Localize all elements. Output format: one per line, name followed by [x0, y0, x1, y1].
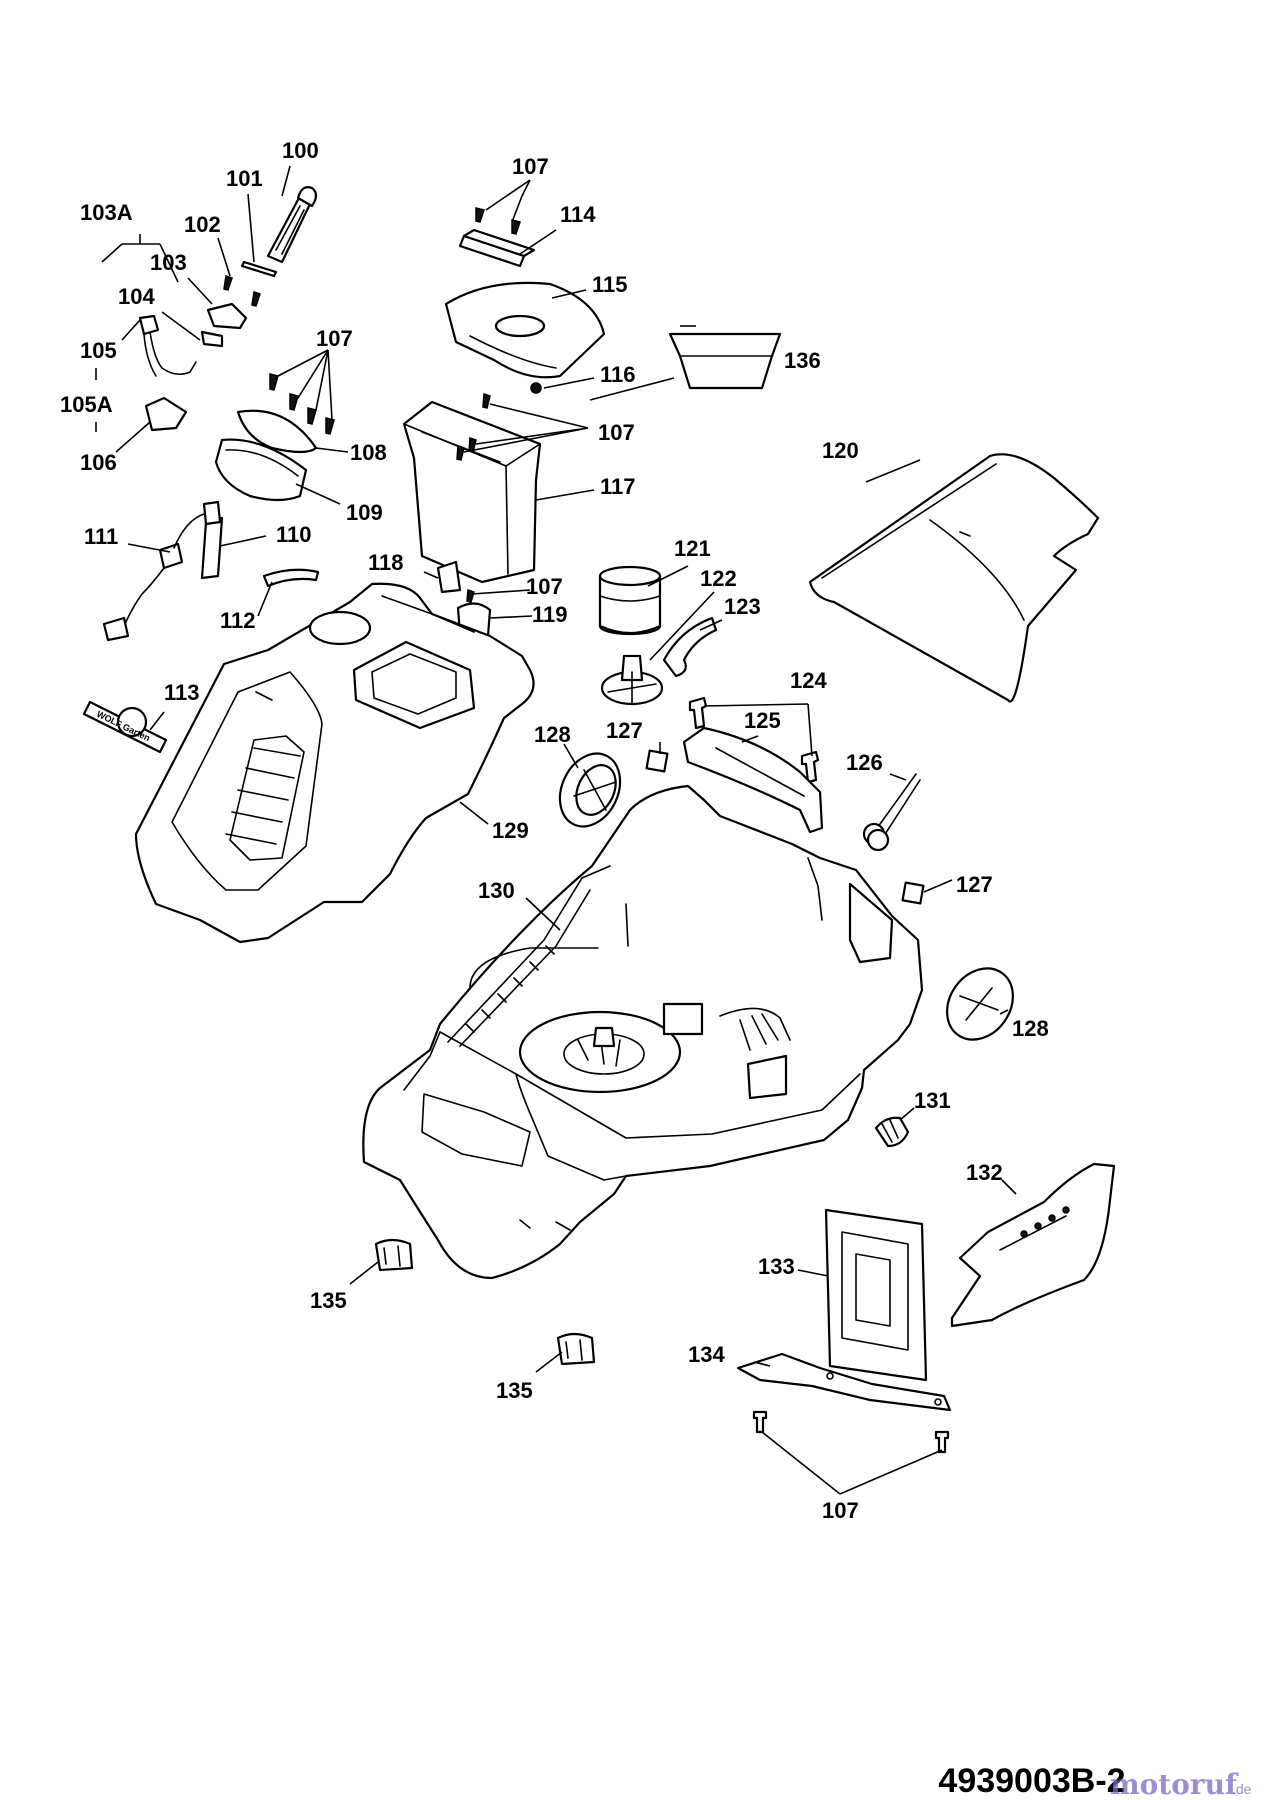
part-128-wheel-left [558, 752, 622, 828]
part-109-motor-cap [214, 438, 308, 502]
callout-117: 117 [600, 474, 636, 499]
part-126-spring [862, 773, 921, 852]
part-111-harness [102, 500, 222, 642]
part-103-plate [206, 302, 248, 330]
part-124-screws [688, 696, 820, 784]
part-101-pin [240, 260, 278, 278]
callout-101: 101 [226, 166, 263, 191]
callout-128b: 128 [1012, 1016, 1049, 1041]
callout-131: 131 [914, 1088, 951, 1113]
part-110-tube [200, 516, 224, 580]
callout-111: 111 [84, 524, 118, 549]
callout-136: 136 [784, 348, 821, 373]
callout-116: 116 [600, 362, 636, 387]
part-112-hose [262, 568, 320, 588]
part-132-flap-cover [950, 1162, 1116, 1328]
drawing-number: 4939003B-2 [938, 1762, 1125, 1800]
part-100-key [266, 186, 318, 264]
callout-119: 119 [532, 602, 568, 627]
callout-112: 112 [220, 608, 256, 633]
part-120-lid [808, 453, 1100, 703]
callout-126: 126 [846, 750, 883, 775]
part-118-connector [436, 560, 462, 594]
callout-100: 100 [282, 138, 319, 163]
callout-135b: 135 [496, 1378, 533, 1403]
watermark-text: motoruf [1110, 1768, 1239, 1800]
callout-130: 130 [478, 878, 515, 903]
watermark-suffix: .de [1232, 1781, 1252, 1797]
callout-115: 115 [592, 272, 628, 297]
part-127-nut-2 [901, 881, 925, 905]
callout-102: 102 [184, 212, 221, 237]
part-130-deck [362, 784, 924, 1280]
part-129-housing [134, 582, 535, 944]
callout-121: 121 [674, 536, 711, 561]
part-135-clip-2 [556, 1332, 596, 1366]
part-134-strip [736, 1352, 952, 1412]
callout-118: 118 [368, 550, 404, 575]
part-105-switch-cable [138, 314, 197, 377]
part-107-screw-118 [466, 588, 475, 603]
callout-123: 123 [724, 594, 761, 619]
part-104-bracket [200, 330, 224, 348]
callout-107a: 107 [512, 154, 549, 179]
callout-122: 122 [700, 566, 737, 591]
callout-108: 108 [350, 440, 387, 465]
part-133-side-panel [824, 1208, 928, 1382]
callout-129: 129 [492, 818, 529, 843]
part-131-spring [874, 1116, 910, 1148]
callout-125: 125 [744, 708, 781, 733]
watermark: motoruf .de [1110, 1768, 1252, 1800]
callout-124: 124 [790, 668, 827, 693]
callout-133: 133 [758, 1254, 795, 1279]
callout-134: 134 [688, 1342, 725, 1367]
part-135-clip-1 [374, 1238, 414, 1272]
part-106-switch [144, 396, 188, 432]
part-128-wheel-right [946, 967, 1014, 1041]
part-136-tray [668, 332, 782, 390]
part-114-bracket [458, 207, 536, 268]
callout-113: 113 [164, 680, 200, 705]
callout-127b: 127 [956, 872, 993, 897]
callout-114: 114 [560, 202, 596, 227]
callout-107d: 107 [526, 574, 563, 599]
part-115-battery-cover [444, 281, 606, 379]
callout-135a: 135 [310, 1288, 347, 1313]
callout-120: 120 [822, 438, 859, 463]
callout-110: 110 [276, 522, 312, 547]
callout-labels: 100 101 102 103A 103 104 105 105A 106 10… [60, 138, 1049, 1523]
part-125-adjust-bar [682, 726, 824, 834]
part-127-nut-1 [645, 749, 669, 773]
callout-107c: 107 [598, 420, 635, 445]
callout-128a: 128 [534, 722, 571, 747]
callout-107e: 107 [822, 1498, 859, 1523]
part-117-battery-box [402, 392, 542, 584]
callout-105A: 105A [60, 392, 113, 417]
part-107-screws-bottom [752, 1410, 950, 1454]
callout-107b: 107 [316, 326, 353, 351]
callout-103A: 103A [80, 200, 133, 225]
callout-104: 104 [118, 284, 155, 309]
part-116-ball [530, 382, 542, 394]
part-108-cover-ring [236, 409, 318, 454]
callout-105: 105 [80, 338, 117, 363]
callout-109: 109 [346, 500, 383, 525]
part-113-logo-badge: WOLF Garten [82, 700, 168, 754]
leader-lines [95, 165, 1017, 1495]
part-123-lever [662, 616, 718, 678]
callout-127a: 127 [606, 718, 643, 743]
part-122-fan-hub [600, 654, 664, 706]
part-121-cylinder [598, 565, 662, 636]
callout-132: 132 [966, 1160, 1003, 1185]
part-102-screws [223, 275, 261, 307]
callout-106: 106 [80, 450, 117, 475]
callout-103: 103 [150, 250, 187, 275]
